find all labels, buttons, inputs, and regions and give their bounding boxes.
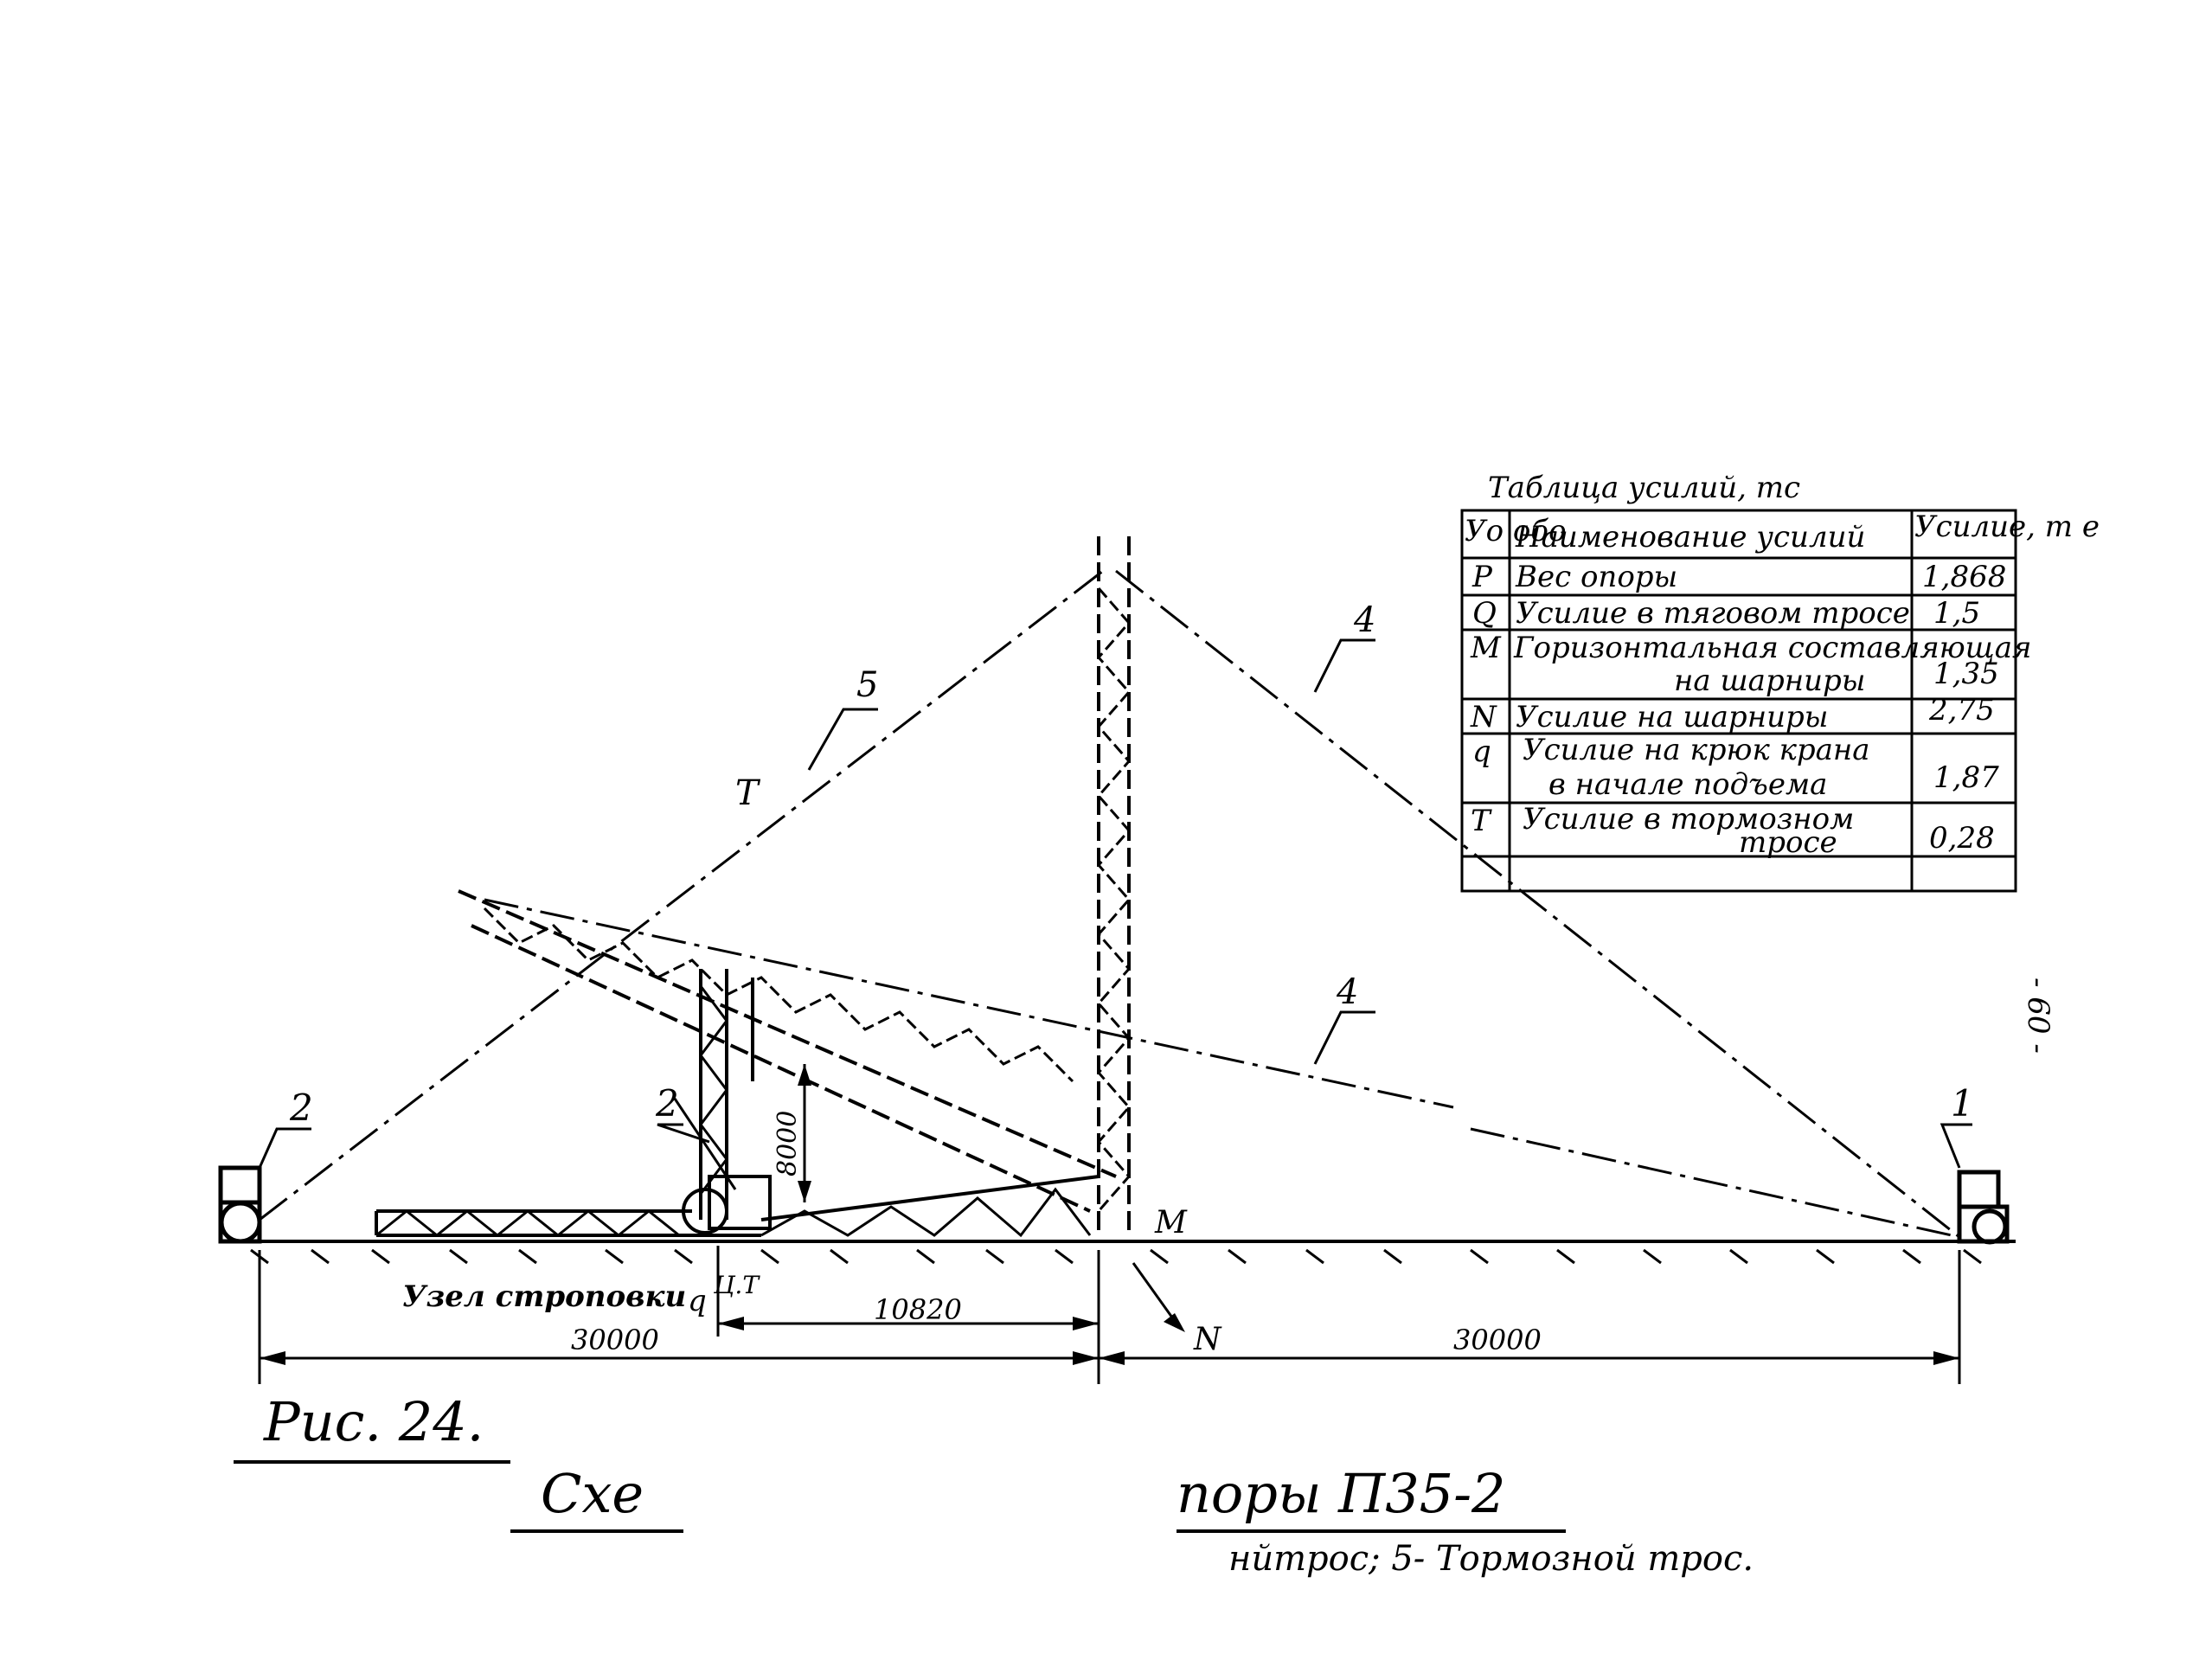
table-header-name: Наименование усилий: [1515, 520, 1865, 555]
tractor-2: [218, 1165, 262, 1244]
table-header-symbol: Уо обо: [1465, 514, 1567, 548]
tower-inclined: [458, 889, 1117, 1213]
caption-title-left: Схе: [541, 1462, 644, 1525]
height-dimension: 8000: [773, 1111, 803, 1176]
n-label: N: [1193, 1322, 1222, 1357]
dimension-30000-right: 30000: [1453, 1324, 1542, 1356]
row-m-symbol: M: [1470, 631, 1502, 665]
row-q-value: 1,5: [1933, 596, 1980, 631]
dimension-30000-left: 30000: [571, 1324, 659, 1356]
row-p-symbol: P: [1471, 560, 1493, 594]
ct-label: Ц.Т: [713, 1271, 760, 1299]
row-m-value: 1,35: [1933, 657, 1999, 691]
row-p-name: Вес опоры: [1515, 560, 1677, 594]
callout-leaders: [258, 638, 1972, 1169]
figure-number: Рис. 24.: [263, 1390, 484, 1453]
cable-4-mid-label: 4: [1336, 972, 1358, 1012]
caption-legend: нйтрос; 5- Тормозной трос.: [1228, 1539, 1754, 1579]
table-header-value: Усилие, т е: [1914, 510, 2100, 544]
row-q2-name2: в начале подъема: [1548, 767, 1827, 802]
row-n-value: 2,75: [1928, 693, 1995, 728]
row-m-name2: на шарниры: [1674, 664, 1865, 698]
row-q2-symbol: q: [1472, 734, 1491, 769]
row-n-symbol: N: [1470, 700, 1497, 734]
page-number: - 60 -: [2021, 978, 2055, 1054]
row-t-value: 0,28: [1929, 821, 1995, 856]
row-q-symbol: Q: [1472, 596, 1497, 631]
cable-5-label: 5: [856, 665, 878, 705]
ground: [225, 1240, 2016, 1265]
tractor-1-label: 1: [1951, 1082, 1974, 1125]
row-q2-value: 1,87: [1933, 760, 1999, 795]
caption-title-right: поры П35-2: [1177, 1462, 1506, 1525]
row-n-name: Усилие на шарниры: [1516, 700, 1828, 734]
crane-label: 2: [655, 1082, 679, 1125]
table-title: Таблица усилий, тс: [1488, 471, 1800, 505]
row-q2-name: Усилие на крюк крана: [1523, 733, 1870, 767]
t-label: T: [735, 773, 761, 813]
crane: [673, 969, 772, 1234]
row-t-symbol: T: [1471, 804, 1492, 838]
tractor-1: [1957, 1170, 2010, 1245]
row-t-name: Усилие в тормозном: [1523, 802, 1854, 837]
cables: [259, 569, 1960, 1239]
tower-horizontal: [375, 1175, 1100, 1238]
tractor-2-label: 2: [289, 1087, 313, 1129]
dimension-10820: 10820: [874, 1293, 962, 1326]
row-m-name: Горизонтальная составляющая: [1513, 631, 2031, 665]
row-t-name2: тросе: [1739, 825, 1837, 860]
sling-node-label: Узел строповки: [402, 1279, 686, 1314]
row-p-value: 1,868: [1922, 560, 2006, 594]
dimension-arrows: [260, 1064, 1959, 1365]
tower-vertical: [1097, 536, 1131, 1237]
force-table: [1460, 509, 2017, 893]
dimensions: [258, 1064, 1961, 1384]
q-label: q: [688, 1284, 707, 1318]
m-label: M: [1154, 1205, 1188, 1240]
row-q-name: Усилие в тяговом тросе: [1516, 596, 1910, 631]
cable-4-top-label: 4: [1353, 600, 1375, 640]
